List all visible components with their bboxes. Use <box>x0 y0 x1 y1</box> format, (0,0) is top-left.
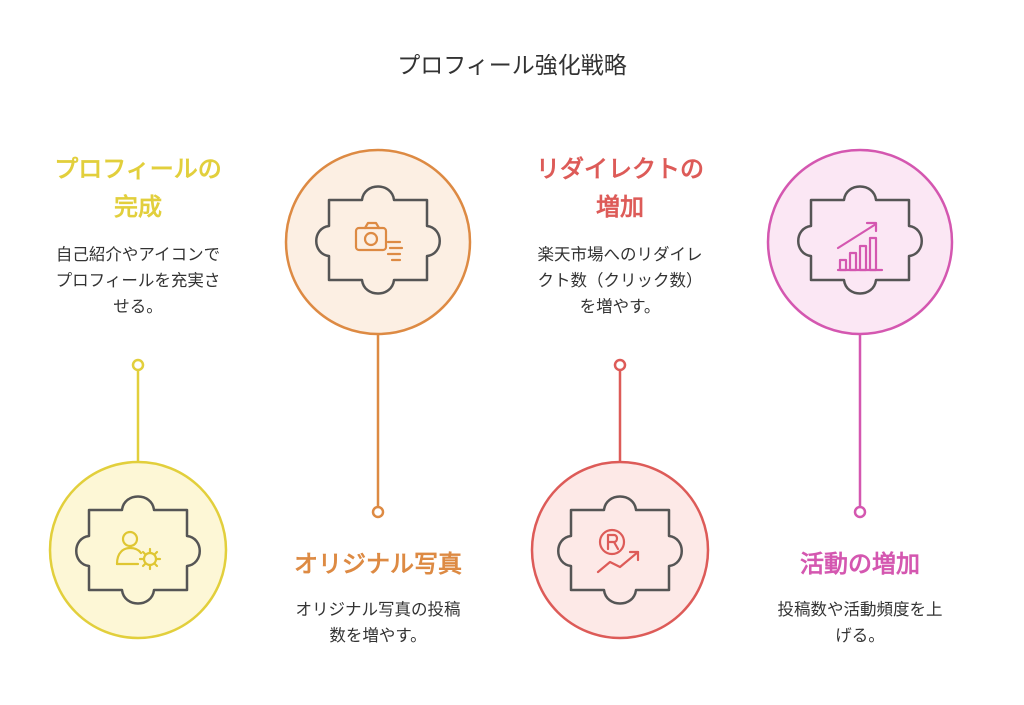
step-3-description: 楽天市場へのリダイレ クト数（クリック数） を増やす。 <box>500 242 740 320</box>
step-2-title: オリジナル写真 <box>258 545 498 583</box>
step-3-node <box>530 358 710 640</box>
step-1-puzzle-piece <box>75 495 201 605</box>
step-4-node <box>766 148 954 519</box>
step-1-connector-dot <box>131 358 145 372</box>
step-1-title-line-2: 完成 <box>114 193 162 221</box>
step-2-puzzle-piece <box>315 185 441 295</box>
step-4-puzzle-piece <box>797 185 923 295</box>
page-title: プロフィール強化戦略 <box>397 53 627 79</box>
user-gear-icon <box>115 530 162 571</box>
step-3-title-line-2: 増加 <box>596 193 644 221</box>
step-2-connector-dot <box>371 505 385 519</box>
step-1-description: 自己紹介やアイコンで プロフィールを充実さ せる。 <box>18 242 258 320</box>
step-2-circle <box>284 148 472 336</box>
step-1-desc-line-1: 自己紹介やアイコンで <box>55 245 221 264</box>
step-4-description: 投稿数や活動頻度を上 げる。 <box>740 597 980 649</box>
step-4-desc-line-2: げる。 <box>835 626 885 645</box>
step-2-desc-line-2: 数を増やす。 <box>329 626 427 645</box>
step-2-title-line-1: オリジナル写真 <box>294 550 462 578</box>
step-3-title-line-1: リダイレクトの <box>536 155 704 183</box>
step-4-desc-line-1: 投稿数や活動頻度を上 <box>777 600 943 619</box>
step-2-desc-line-1: オリジナル写真の投稿 <box>295 600 461 619</box>
step-4-title-line-1: 活動の増加 <box>800 550 920 578</box>
step-2-description: オリジナル写真の投稿 数を増やす。 <box>258 597 498 649</box>
step-1-desc-line-3: せる。 <box>113 297 163 316</box>
bar-chart-growth-icon <box>836 221 884 272</box>
step-3-desc-line-3: を増やす。 <box>579 297 661 316</box>
step-1-desc-line-2: プロフィールを充実さ <box>55 271 221 290</box>
rakuten-trend-icon <box>596 528 640 574</box>
step-3-connector-dot <box>613 358 627 372</box>
step-3-puzzle-piece <box>557 495 683 605</box>
step-3-desc-line-1: 楽天市場へのリダイレ <box>537 245 703 264</box>
step-1-title-line-1: プロフィールの <box>54 155 222 183</box>
step-1-node <box>48 358 228 640</box>
step-4-circle <box>766 148 954 336</box>
step-3-title: リダイレクトの 増加 <box>500 150 740 226</box>
step-2-node <box>284 148 472 519</box>
step-4-connector-dot <box>853 505 867 519</box>
step-3-desc-line-2: クト数（クリック数） <box>537 271 703 290</box>
step-4-title: 活動の増加 <box>740 545 980 583</box>
step-1-title: プロフィールの 完成 <box>18 150 258 226</box>
camera-icon <box>354 221 404 262</box>
